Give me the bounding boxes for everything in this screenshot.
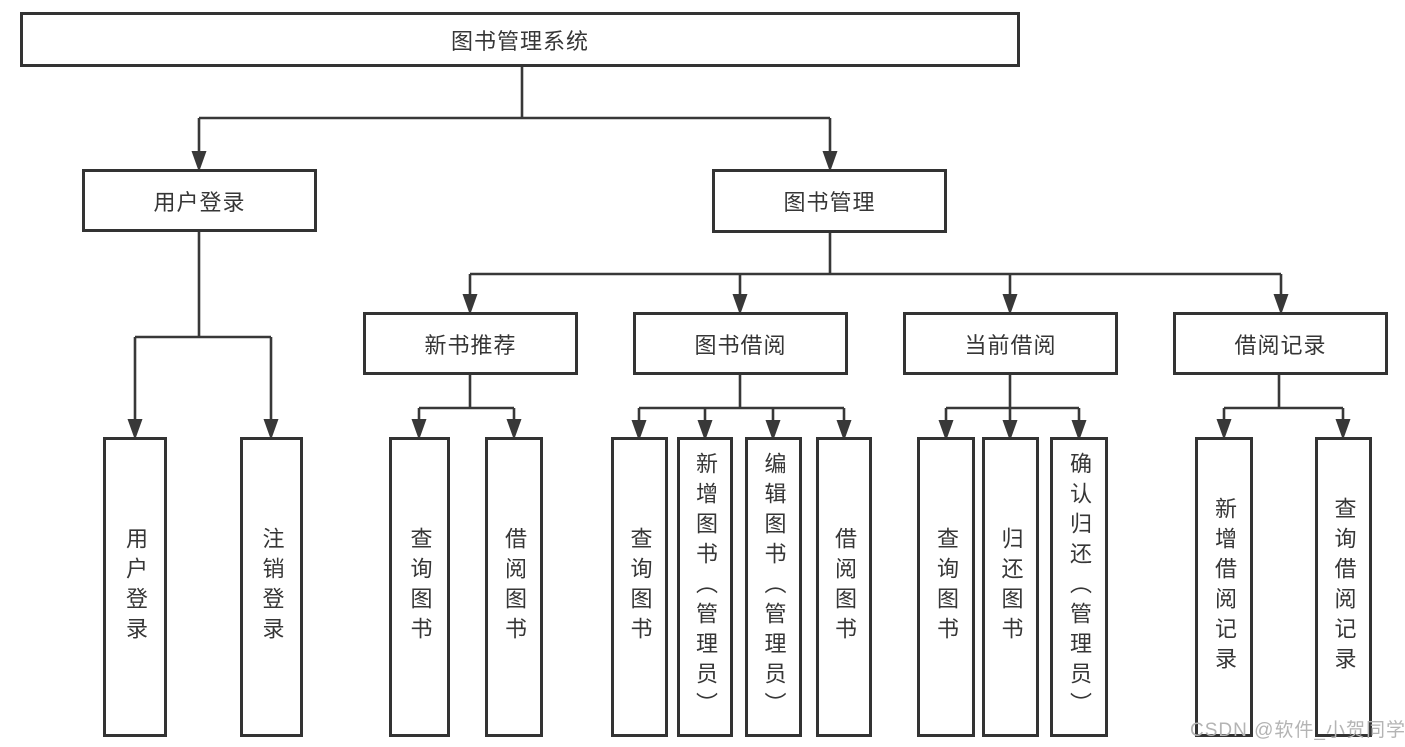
leaf-add-books-admin-label: 新增图书（管理员） (693, 452, 718, 722)
leaf-add-borrow-record-label: 新增借阅记录 (1212, 497, 1237, 677)
leaf-borrow-query-books-label: 查询图书 (627, 527, 653, 647)
node-borrow-records-label: 借阅记录 (1234, 332, 1327, 358)
arrow-head-icon (836, 420, 852, 441)
node-book-management-label: 图书管理 (783, 190, 876, 215)
leaf-current-query-books: 查询图书 (917, 437, 975, 737)
leaf-confirm-return-admin-label: 确认归还（管理员） (1067, 452, 1092, 722)
arrow-head-icon (765, 420, 781, 441)
leaf-recommend-borrow-books: 借阅图书 (485, 437, 543, 737)
node-new-book-recommend-label: 新书推荐 (424, 332, 517, 358)
arrow-head-icon (506, 419, 522, 440)
leaf-recommend-query-books-label: 查询图书 (407, 527, 433, 647)
leaf-query-borrow-record-label: 查询借阅记录 (1331, 497, 1357, 677)
arrow-head-icon (1002, 420, 1018, 441)
leaf-recommend-borrow-books-label: 借阅图书 (502, 527, 527, 647)
node-user-login: 用户登录 (82, 169, 317, 232)
arrow-head-icon (697, 420, 713, 441)
leaf-query-borrow-record: 查询借阅记录 (1315, 437, 1372, 737)
node-borrow-records: 借阅记录 (1173, 312, 1388, 375)
node-book-management: 图书管理 (712, 169, 947, 233)
arrow-head-icon (732, 294, 748, 315)
leaf-borrow-books: 借阅图书 (816, 437, 872, 737)
node-new-book-recommend: 新书推荐 (363, 312, 578, 375)
leaf-return-books: 归还图书 (982, 437, 1039, 737)
leaf-borrow-query-books: 查询图书 (611, 437, 668, 737)
arrow-head-icon (1071, 420, 1087, 441)
node-book-borrow-label: 图书借阅 (694, 332, 787, 358)
leaf-add-books-admin: 新增图书（管理员） (677, 437, 733, 737)
arrow-head-icon (191, 151, 207, 172)
leaf-logout: 注销登录 (240, 437, 303, 737)
node-current-borrow: 当前借阅 (903, 312, 1118, 375)
leaf-current-query-books-label: 查询图书 (934, 527, 959, 647)
arrow-head-icon (1216, 419, 1232, 440)
arrow-head-icon (631, 420, 647, 441)
node-current-borrow-label: 当前借阅 (964, 332, 1057, 358)
node-root-label: 图书管理系统 (450, 28, 589, 54)
arrow-head-icon (411, 419, 427, 440)
arrow-head-icon (822, 151, 838, 172)
leaf-confirm-return-admin: 确认归还（管理员） (1050, 437, 1108, 737)
arrow-head-icon (1335, 419, 1351, 440)
leaf-add-borrow-record: 新增借阅记录 (1195, 437, 1253, 737)
node-user-login-label: 用户登录 (153, 189, 246, 215)
csdn-watermark: CSDN @软件_小贺同学 (1190, 720, 1405, 741)
arrow-head-icon (1273, 294, 1289, 315)
arrow-head-icon (462, 294, 478, 315)
leaf-user-login: 用户登录 (103, 437, 167, 737)
arrow-head-icon (263, 419, 279, 440)
arrow-head-icon (1002, 294, 1018, 315)
node-root: 图书管理系统 (20, 12, 1020, 67)
leaf-edit-books-admin: 编辑图书（管理员） (745, 437, 802, 737)
leaf-recommend-query-books: 查询图书 (389, 437, 450, 737)
node-book-borrow: 图书借阅 (633, 312, 848, 375)
leaf-return-books-label: 归还图书 (998, 527, 1024, 647)
leaf-borrow-books-label: 借阅图书 (832, 527, 857, 647)
arrow-head-icon (127, 419, 143, 440)
arrow-head-icon (938, 420, 954, 441)
leaf-logout-label: 注销登录 (259, 527, 285, 647)
leaf-edit-books-admin-label: 编辑图书（管理员） (761, 452, 787, 722)
leaf-user-login-label: 用户登录 (123, 527, 148, 647)
